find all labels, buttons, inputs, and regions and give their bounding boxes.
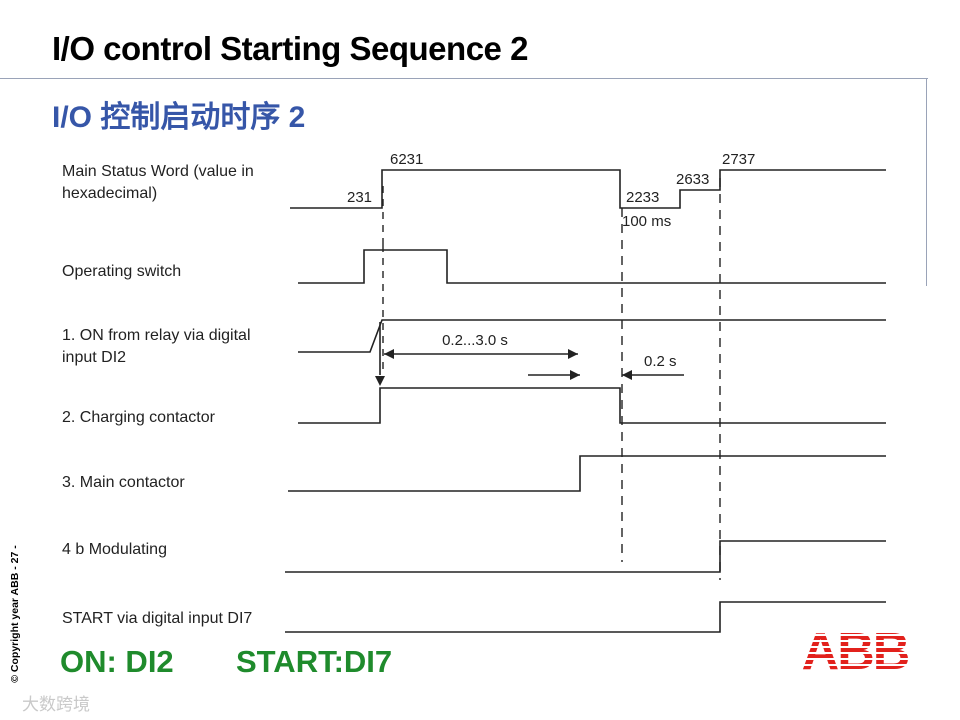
watermark: 大数跨境 [22, 695, 90, 714]
charging-delay-label: 0.2...3.0 s [442, 332, 508, 349]
signal-label: 2. Charging contactor [62, 409, 216, 426]
copyright-notice: © Copyright year ABB - 27 - [9, 545, 21, 683]
signal-label: input DI2 [62, 349, 126, 366]
signal-label: 3. Main contactor [62, 474, 185, 491]
operating-switch-trace [298, 249, 886, 284]
status-value-label: 2633 [676, 171, 709, 188]
trigger-arrow-head [375, 376, 385, 386]
charging-contactor-trace [298, 387, 886, 424]
signal-label: 4 b Modulating [62, 541, 167, 558]
on-relay-trace [298, 319, 886, 353]
overlap-label: 0.2 s [644, 353, 677, 370]
signal-label: 1. ON from relay via digital [62, 327, 251, 344]
modulating-trace [285, 540, 886, 573]
overlap-arrow-right [570, 370, 580, 380]
status-value-label: 231 [347, 189, 372, 206]
frame-right-border [926, 78, 927, 286]
main-contactor-trace [288, 455, 886, 492]
start-di7-trace [285, 601, 886, 633]
status-word-trace [290, 169, 886, 209]
signal-label: Main Status Word (value in [62, 163, 254, 180]
overlap-arrow-left [622, 370, 632, 380]
delay-arrow-left [384, 349, 394, 359]
status-delay-label: 100 ms [622, 213, 671, 230]
page-subtitle: I/O 控制启动时序 2 [52, 101, 306, 134]
status-value-label: 6231 [390, 151, 423, 168]
signal-label: hexadecimal) [62, 185, 157, 202]
signal-label: START via digital input DI7 [62, 610, 252, 627]
status-value-label: 2737 [722, 151, 755, 168]
title-divider [0, 78, 928, 79]
svg-text:ABB: ABB [802, 624, 909, 674]
delay-arrow-right [568, 349, 578, 359]
signal-label: Operating switch [62, 263, 181, 280]
abb-logo: ABB [802, 624, 911, 674]
footer-start-label: START:DI7 [236, 644, 393, 679]
status-value-label: 2233 [626, 189, 659, 206]
page-title: I/O control Starting Sequence 2 [52, 30, 528, 67]
footer-on-label: ON: DI2 [60, 644, 174, 679]
